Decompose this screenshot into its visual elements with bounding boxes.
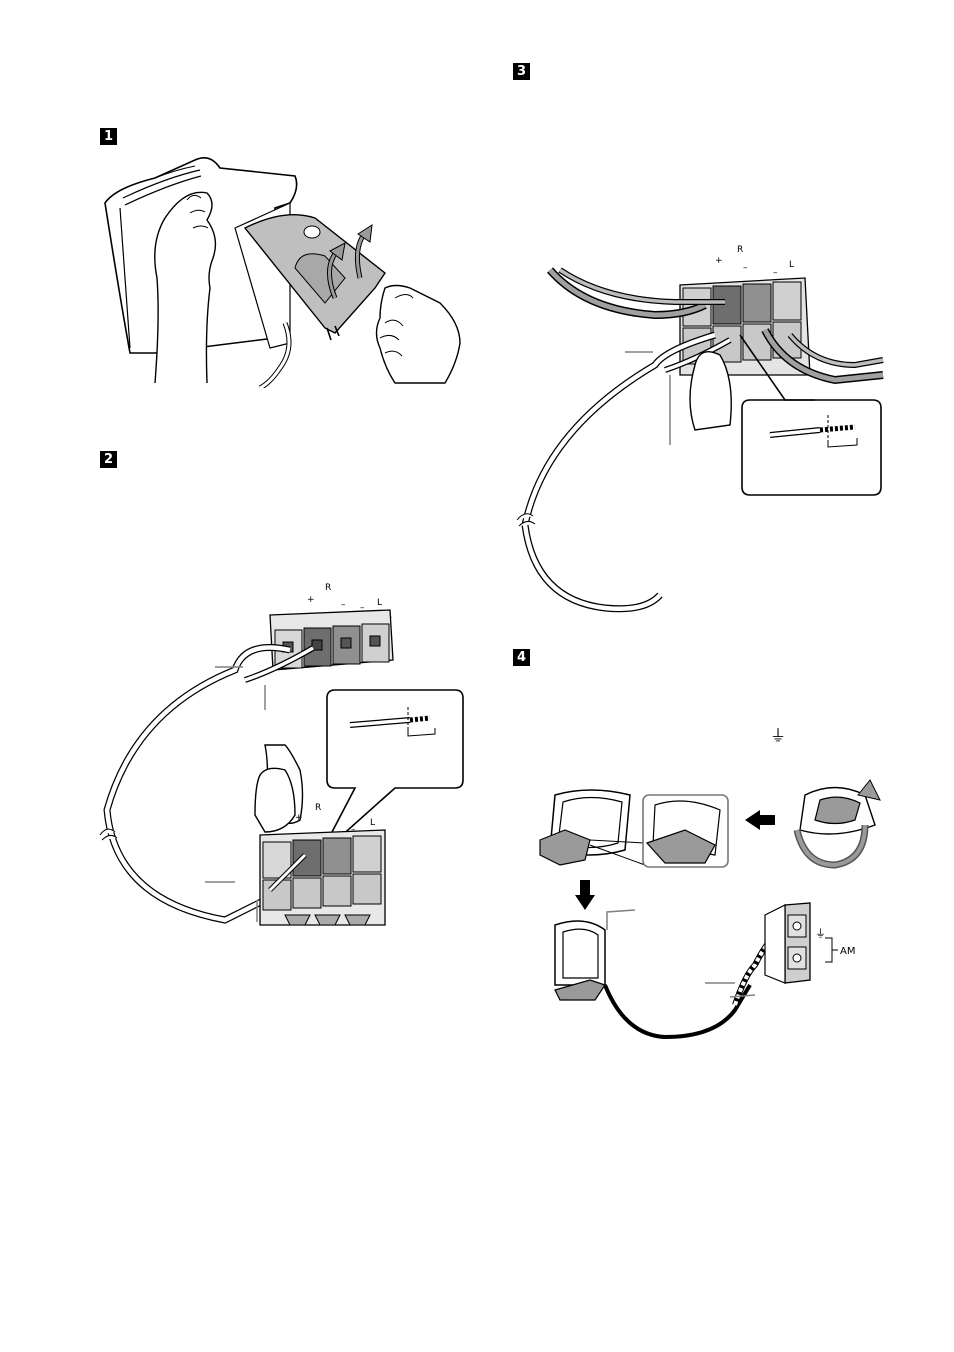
step-4-illustration: ⏚ AM	[535, 775, 890, 1045]
lower-terminal-r-label: R	[315, 803, 321, 813]
ground-symbol: ⏚	[770, 722, 786, 746]
step-4-badge: 4	[513, 649, 530, 666]
terminal-minus-label: –	[341, 600, 346, 610]
step-3-illustration: + R – – L +	[515, 240, 890, 615]
terminal-plus-label: +	[307, 595, 315, 605]
step-2-illustration: + R – – L + + R – L +	[95, 570, 470, 930]
s3-r-label: R	[737, 245, 743, 255]
am-terminal-label: AM	[840, 946, 855, 957]
step-1-illustration	[95, 148, 475, 388]
terminal-ground-symbol: ⏚	[815, 927, 826, 940]
step-3-badge: 3	[513, 63, 530, 80]
terminal-l-label: L	[377, 598, 382, 608]
s3-minus-label-2: –	[773, 268, 778, 278]
s3-plus-label: +	[715, 256, 723, 266]
lower-terminal-plus-label: +	[295, 813, 303, 823]
terminal-r-label: R	[325, 583, 331, 593]
s3-l-label: L	[789, 260, 794, 270]
lower-terminal-l-label: L	[370, 818, 375, 828]
s3-minus-label: –	[743, 263, 748, 273]
step-1-badge: 1	[100, 128, 117, 145]
step-2-badge: 2	[100, 451, 117, 468]
